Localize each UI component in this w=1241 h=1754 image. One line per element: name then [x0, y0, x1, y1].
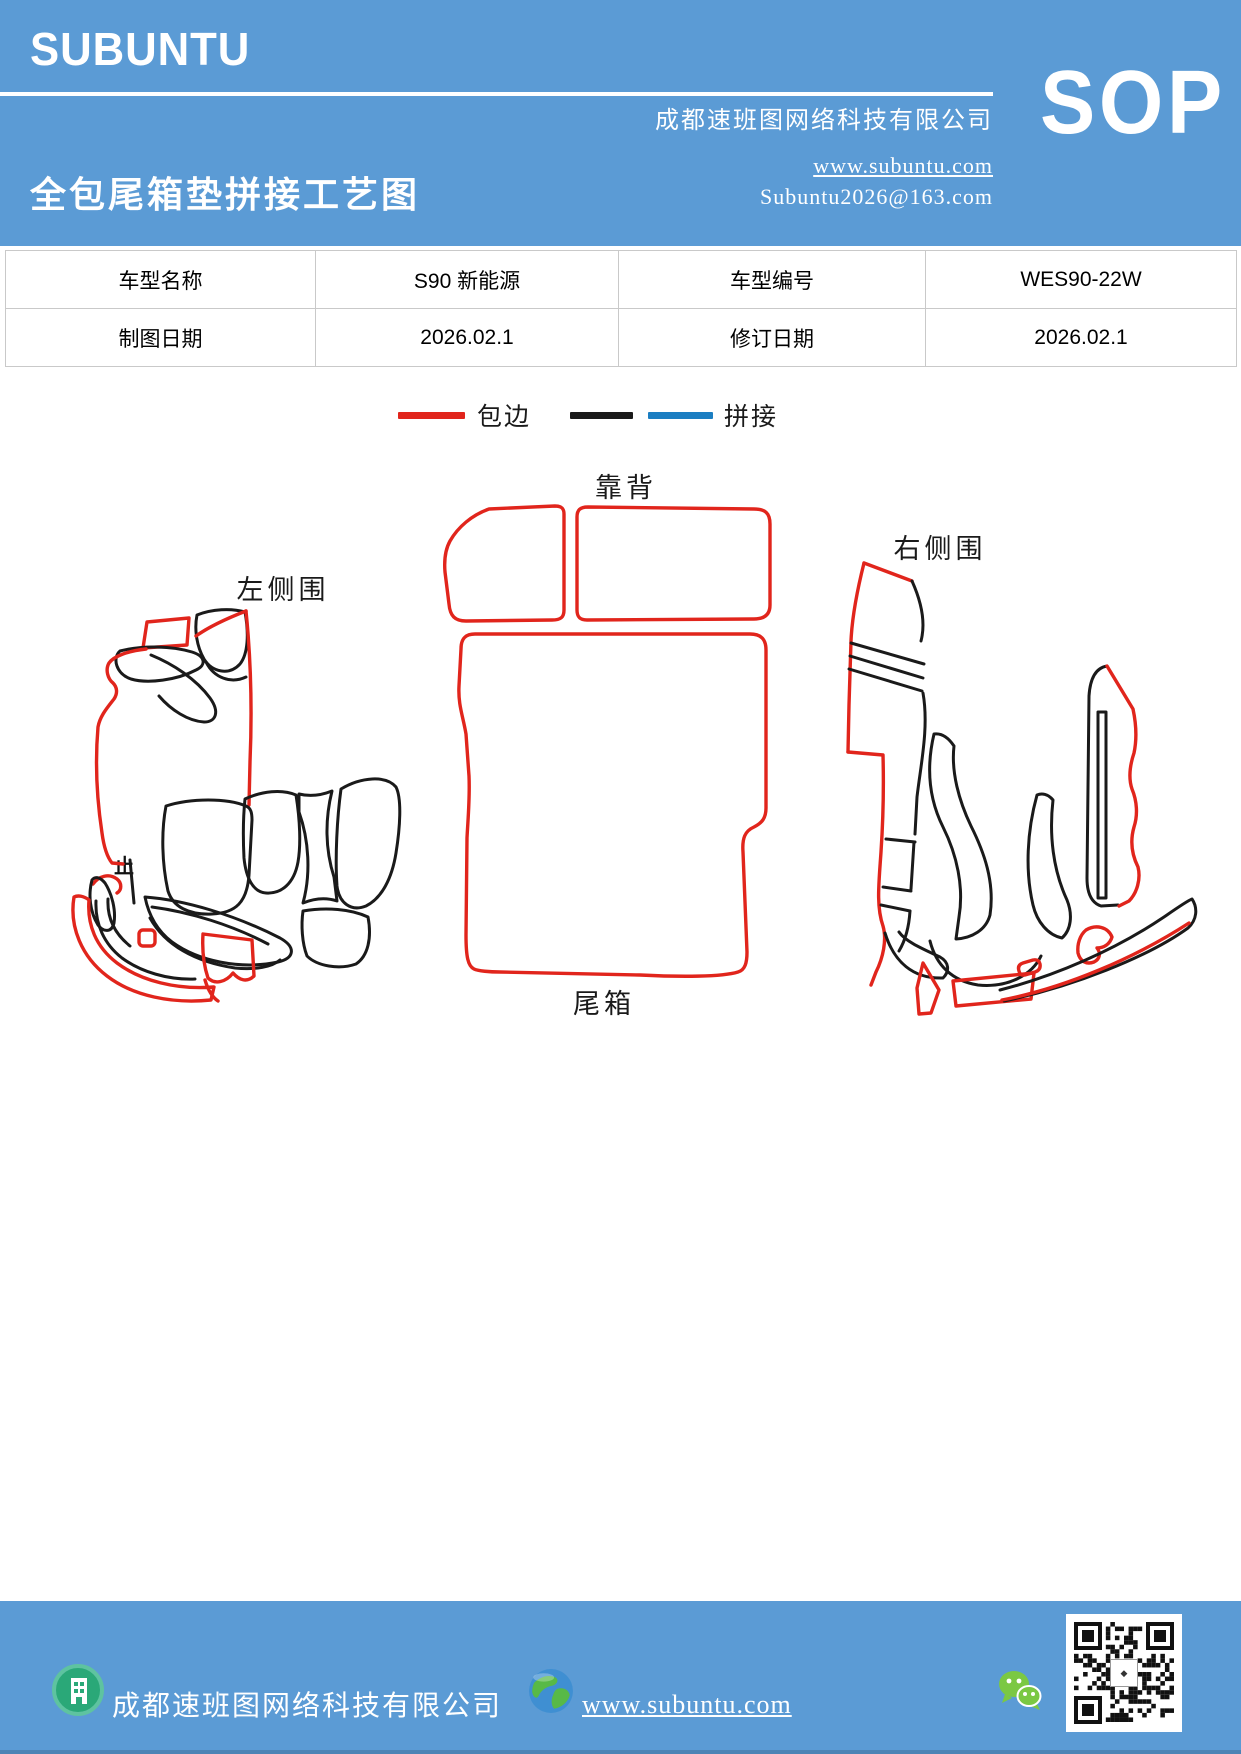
model-name-value: S90 新能源: [315, 250, 619, 309]
trunk-mat-outline: [457, 632, 768, 978]
revise-date-label: 修订日期: [618, 308, 926, 367]
splice-blue-swatch: [648, 411, 714, 419]
wechat-icon: [995, 1666, 1045, 1716]
model-name-label: 车型名称: [5, 250, 316, 309]
model-code-label: 车型编号: [618, 250, 926, 309]
header-email: Subuntu2026@163.com: [760, 184, 993, 209]
left-side-pieces: [71, 608, 402, 1003]
line-type-legend: 包边 拼接: [398, 399, 778, 431]
table-row: 车型名称 S90 新能源 车型编号 WES90-22W: [5, 250, 1237, 309]
qr-code-pattern: [1074, 1622, 1174, 1722]
model-code-value: WES90-22W: [925, 250, 1237, 309]
left-side-label: 左侧围: [237, 575, 330, 605]
table-row: 制图日期 2026.02.1 修订日期 2026.02.1: [5, 308, 1237, 367]
header-divider-line: [0, 92, 993, 96]
binding-edge-label: 包边: [477, 404, 532, 431]
right-side-pieces: [846, 561, 1198, 1016]
mat-pattern-diagram: 靠背 左侧围 右侧围 尾箱 止: [71, 473, 1198, 1019]
trunk-label: 尾箱: [573, 989, 635, 1019]
qr-center-logo: ◆: [1110, 1659, 1138, 1687]
header-company-name: 成都速班图网络科技有限公司: [655, 108, 993, 134]
header-website-link[interactable]: www.subuntu.com: [813, 153, 993, 178]
footer-band: [0, 1601, 1241, 1754]
splice-label: 拼接: [724, 404, 779, 431]
vehicle-info-table: 车型名称 S90 新能源 车型编号 WES90-22W 制图日期 2026.02…: [5, 250, 1237, 367]
page-title: 全包尾箱垫拼接工艺图: [30, 175, 421, 215]
sop-badge: SOP: [1040, 53, 1226, 153]
globe-icon: [528, 1668, 574, 1714]
brand-logo: SUBUNTU: [30, 23, 251, 75]
footer-company-name: 成都速班图网络科技有限公司: [112, 1691, 503, 1722]
backrest-left-piece-outline: [442, 504, 566, 623]
binding-edge-swatch: [398, 411, 465, 419]
splice-black-swatch: [570, 411, 634, 419]
backrest-label: 靠背: [595, 473, 657, 503]
draw-date-value: 2026.02.1: [315, 308, 619, 367]
header-band: SUBUNTU 全包尾箱垫拼接工艺图 成都速班图网络科技有限公司 www.sub…: [0, 0, 1241, 246]
company-building-icon: [52, 1664, 104, 1716]
right-side-label: 右侧围: [894, 534, 987, 564]
backrest-right-piece-outline: [575, 505, 772, 622]
revise-date-value: 2026.02.1: [925, 308, 1237, 367]
qr-code: ◆: [1066, 1614, 1182, 1732]
footer-website-link[interactable]: www.subuntu.com: [582, 1690, 792, 1719]
draw-date-label: 制图日期: [5, 308, 316, 367]
